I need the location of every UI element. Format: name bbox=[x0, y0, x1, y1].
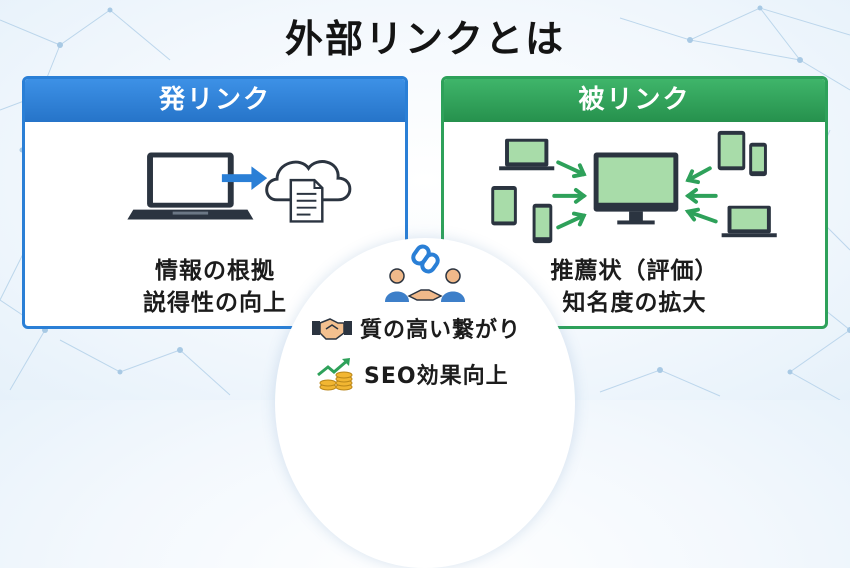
outbound-benefit-line: 情報の根拠 bbox=[155, 258, 275, 284]
benefit-label: SEO効果向上 bbox=[364, 364, 509, 389]
tablet-icon bbox=[717, 130, 746, 171]
chain-link-icon bbox=[411, 244, 440, 274]
inbound-link-illustration bbox=[491, 130, 777, 244]
outbound-link-benefits: 情報の根拠 説得性の向上 bbox=[25, 255, 405, 319]
laptop-icon bbox=[721, 205, 777, 238]
smartphone-icon bbox=[749, 142, 767, 177]
benefit-seo-improvement: SEO効果向上 bbox=[316, 357, 509, 391]
tablet-icon bbox=[491, 186, 517, 226]
inbound-benefit-line: 知名度の拡大 bbox=[562, 290, 707, 316]
laptop-icon bbox=[499, 138, 555, 171]
document-icon bbox=[289, 178, 324, 223]
outbound-benefit-line: 説得性の向上 bbox=[143, 290, 287, 316]
handshake-icon bbox=[312, 318, 352, 340]
laptop-icon bbox=[127, 152, 254, 220]
page-title: 外部リンクとは bbox=[284, 17, 565, 61]
benefit-label: 質の高い繋がり bbox=[360, 318, 522, 343]
smartphone-icon bbox=[532, 203, 553, 244]
outbound-link-header: 発リンク bbox=[25, 79, 405, 122]
background-network-decoration bbox=[0, 5, 850, 400]
desktop-monitor-icon bbox=[593, 152, 679, 225]
inbound-link-benefits: 推薦状（評価） 知名度の拡大 bbox=[444, 255, 825, 319]
people-link-icon bbox=[385, 244, 465, 302]
outbound-link-illustration bbox=[127, 152, 352, 223]
growth-coins-icon bbox=[317, 358, 353, 391]
benefit-quality-connection: 質の高い繋がり bbox=[312, 312, 521, 344]
inbound-link-header: 被リンク bbox=[444, 79, 825, 122]
arrow-in-icon bbox=[552, 160, 718, 230]
inbound-benefit-line: 推薦状（評価） bbox=[550, 258, 719, 284]
arrow-right-icon bbox=[221, 166, 268, 190]
